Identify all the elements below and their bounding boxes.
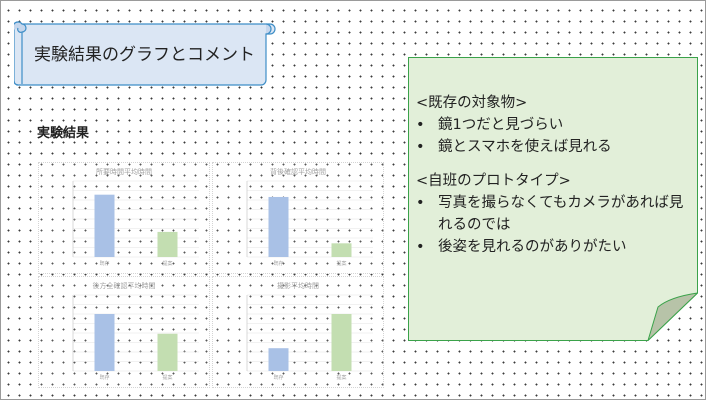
comment-note-card[interactable]: <既存の対象物> 鏡1つだと見づらい 鏡とスマホを使えば見れる <自班のプロトタ…: [408, 57, 698, 341]
chart-category-label: 既存: [99, 260, 109, 267]
chart-title-4: 撮影平均時間: [277, 282, 319, 290]
results-chart-grid[interactable]: 所要時間平均時間 既存提案 背後確認平均時間 既存提案 後方全確認平均時間 既存…: [30, 130, 390, 394]
note-section-existing: <既存の対象物> 鏡1つだと見づらい 鏡とスマホを使えば見れる: [416, 92, 688, 158]
chart-title-1: 所要時間平均時間: [96, 168, 152, 176]
bar-chart-1: 既存 提案: [72, 180, 199, 267]
note-bullet-item: 後姿を見れるのがありがたい: [416, 236, 688, 258]
note-section-prototype: <自班のプロトタイプ> 写真を撮らなくてもカメラがあれば見れるのでは 後姿を見れ…: [416, 170, 688, 258]
note-section-heading: <自班のプロトタイプ>: [416, 173, 571, 189]
chart-bar-1: [94, 194, 115, 257]
note-bullet-text: 後姿を見れるのがありがたい: [438, 239, 627, 255]
title-scroll-shape[interactable]: 実験結果のグラフとコメント: [14, 18, 278, 90]
scroll-shape-graphic: [14, 21, 276, 86]
note-section-heading: <既存の対象物>: [416, 95, 528, 111]
chart-panel-3: 後方全確認平均時間 既存 提案: [38, 276, 210, 388]
chart-panel-2: 背後確認平均時間 既存 提案: [212, 162, 384, 274]
note-bullet-list: 写真を撮らなくてもカメラがあれば見れるのでは 後姿を見れるのがありがたい: [416, 192, 688, 258]
chart-title-2: 背後確認平均時間: [270, 168, 326, 176]
chart-bar-2: [157, 231, 178, 257]
chart-panel-4: 撮影平均時間 既存 提案: [212, 276, 384, 388]
note-bullet-text: 写真を撮らなくてもカメラがあれば見れるのでは: [438, 195, 684, 233]
note-bullet-item: 写真を撮らなくてもカメラがあれば見れるのでは: [416, 192, 688, 236]
chart-bar-2: [331, 243, 352, 257]
chart-category-label: 提案: [336, 374, 346, 381]
chart-category-label: 提案: [162, 260, 172, 267]
chart-bar-2: [157, 333, 178, 371]
chart-category-label: 既存: [273, 260, 283, 267]
note-content: <既存の対象物> 鏡1つだと見づらい 鏡とスマホを使えば見れる <自班のプロトタ…: [416, 92, 688, 270]
slide-title: 実験結果のグラフとコメント: [34, 45, 255, 65]
note-bullet-text: 鏡1つだと見づらい: [438, 117, 564, 133]
chart-category-label: 提案: [336, 260, 346, 267]
note-bullet-item: 鏡とスマホを使えば見れる: [416, 136, 688, 158]
chart-category-label: 既存: [273, 374, 283, 381]
chart-bar-1: [94, 314, 115, 371]
note-bullet-text: 鏡とスマホを使えば見れる: [438, 139, 612, 155]
chart-category-label: 提案: [162, 374, 172, 381]
note-bullet-list: 鏡1つだと見づらい 鏡とスマホを使えば見れる: [416, 114, 688, 158]
chart-panel-1: 所要時間平均時間 既存 提案: [38, 162, 210, 274]
bar-chart-2: 既存 提案: [246, 180, 373, 267]
chart-bar-2: [331, 314, 352, 371]
bar-chart-3: 既存 提案: [72, 294, 199, 381]
chart-bar-1: [268, 196, 289, 257]
results-heading: 実験結果: [37, 126, 90, 141]
note-bullet-item: 鏡1つだと見づらい: [416, 114, 688, 136]
bar-chart-4: 既存 提案: [246, 294, 373, 381]
chart-bar-1: [268, 348, 289, 371]
chart-category-label: 既存: [99, 374, 109, 381]
chart-title-3: 後方全確認平均時間: [92, 282, 156, 290]
